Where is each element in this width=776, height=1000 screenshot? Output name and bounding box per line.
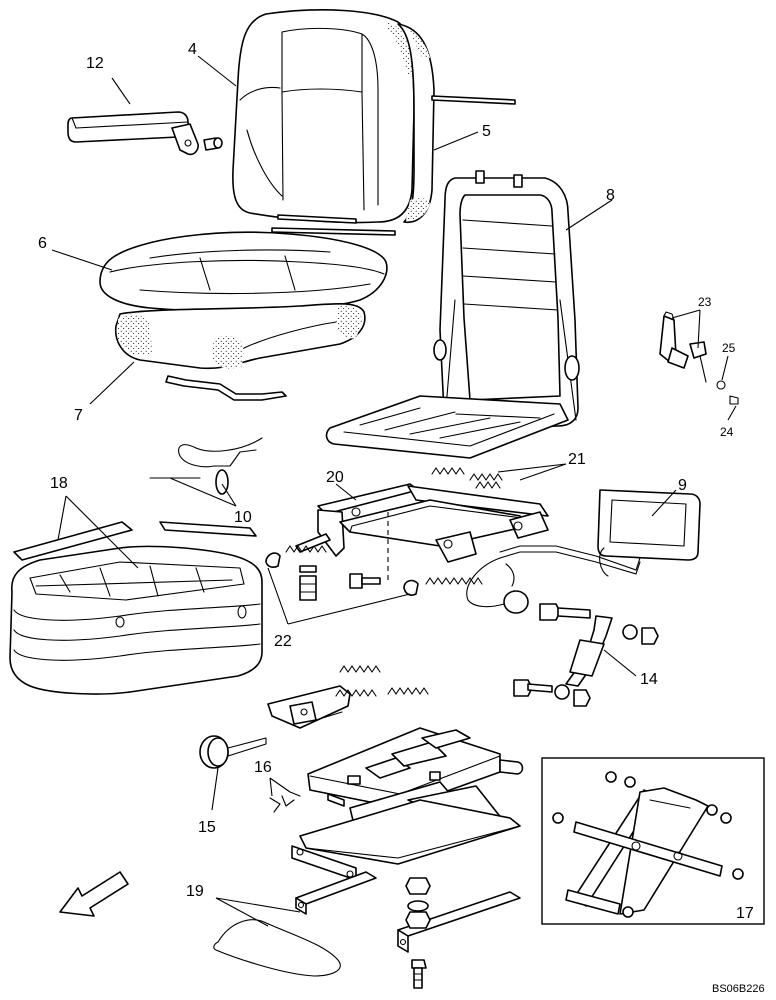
slide-hardware: [265, 552, 419, 601]
adjustment-knob: [199, 735, 267, 769]
callout-22: 22: [274, 633, 292, 650]
shock-absorber: [513, 603, 659, 707]
callout-21: 21: [568, 451, 586, 468]
mounting-rails: [213, 871, 521, 977]
callout-24: 24: [720, 425, 734, 439]
drawing-code: BS06B226: [712, 983, 765, 995]
seat-cushion: [99, 231, 388, 313]
callout-19: 19: [186, 883, 204, 900]
callout-14: 14: [640, 671, 658, 688]
front-direction-arrow: [59, 871, 129, 917]
suspension-springs: [267, 665, 429, 729]
backrest-rear-cover: [397, 23, 435, 223]
callout-9: 9: [678, 477, 687, 494]
callout-16: 16: [254, 759, 272, 776]
adjustment-handle: [466, 489, 701, 614]
armrest: [67, 111, 223, 156]
backrest-cushion: [232, 9, 415, 224]
inset-detail-box: [541, 757, 765, 925]
callout-25: 25: [722, 341, 736, 355]
callout-7: 7: [74, 407, 83, 424]
retaining-clip: [269, 791, 301, 813]
wiring-harness: [149, 437, 263, 495]
seat-belt-assembly: [659, 311, 739, 405]
backrest-trim-rods: [271, 95, 516, 236]
backrest-frame: [325, 170, 580, 459]
callout-8: 8: [606, 187, 615, 204]
leader-lines: [51, 55, 737, 927]
callout-labels: 4 5 6 7 8 9 10 12 14 15 16 17 18 19 20 2…: [38, 41, 765, 995]
callout-5: 5: [482, 123, 491, 140]
callout-18: 18: [50, 475, 68, 492]
callout-20: 20: [326, 469, 344, 486]
seat-slide-frame: [295, 483, 549, 584]
return-springs: [285, 467, 503, 585]
suspension-bellows: [9, 521, 263, 695]
scissor-suspension: [291, 727, 524, 881]
callout-10: 10: [234, 509, 252, 526]
callout-17: 17: [736, 905, 754, 922]
seat-cushion-foam: [114, 302, 366, 401]
callout-15: 15: [198, 819, 216, 836]
callout-12: 12: [86, 55, 104, 72]
callout-23: 23: [698, 295, 712, 309]
mounting-fasteners: [405, 877, 431, 989]
callout-4: 4: [188, 41, 197, 58]
callout-6: 6: [38, 235, 47, 252]
